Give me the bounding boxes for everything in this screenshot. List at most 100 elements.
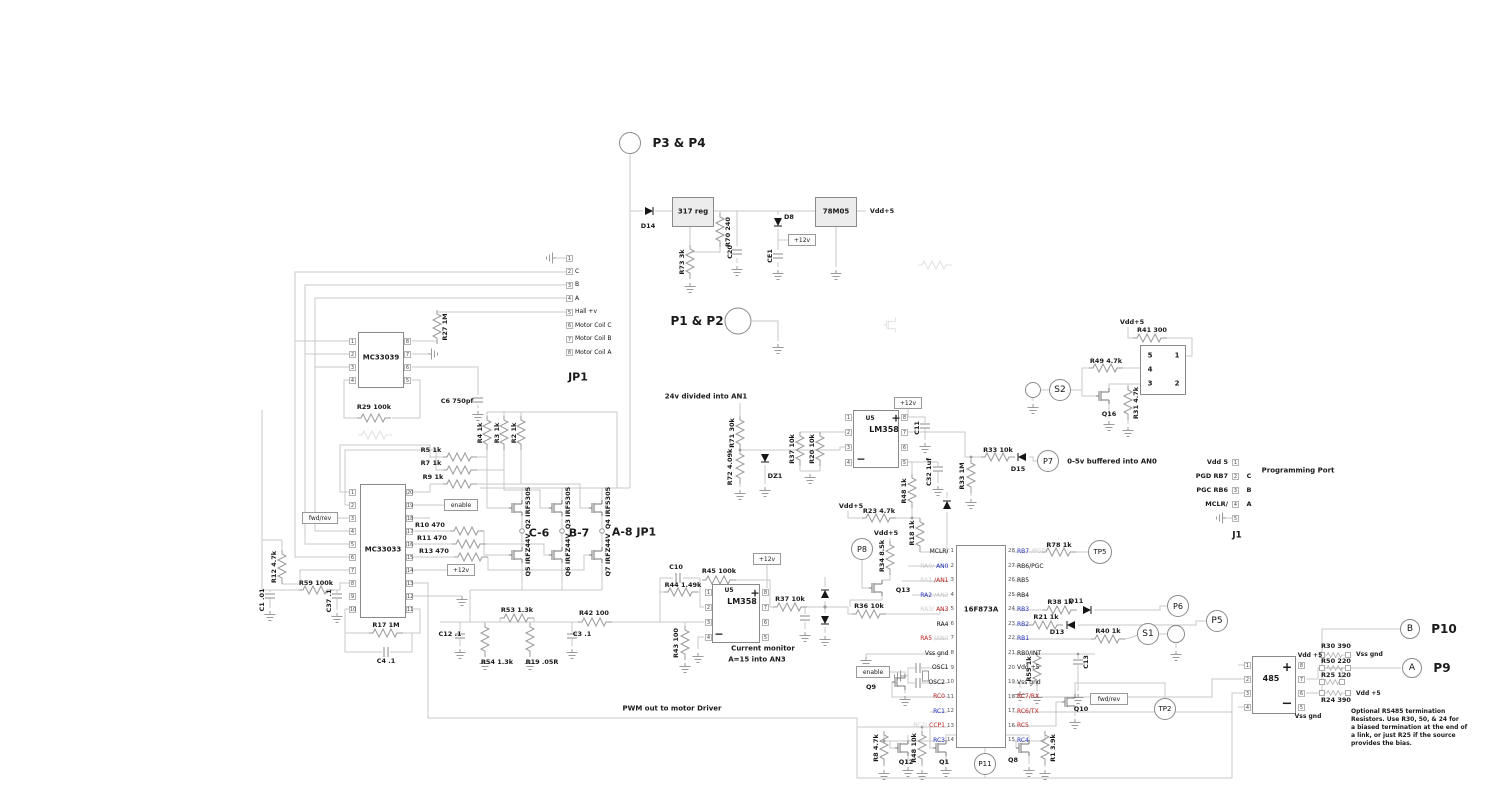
pin-row: 19: [406, 501, 442, 509]
pin-label: Motor Coil A: [575, 348, 612, 356]
pin-number: 20: [406, 488, 414, 496]
r38-label: R38 1k: [1047, 597, 1073, 606]
plus12v-label: +12v: [758, 555, 776, 563]
pin-row: 3: [838, 443, 852, 451]
pin-label: /PGD: [1031, 548, 1047, 555]
j1-pin-4: 4: [1232, 500, 1239, 508]
pin-row: 11: [406, 605, 442, 613]
q4-label: Q4 IRF5305: [603, 486, 612, 530]
pin-row: 1: [1237, 661, 1251, 669]
port-p6-circle: P6: [1167, 595, 1189, 617]
pin-row: 6: [901, 443, 915, 451]
r11-label: R11 470: [417, 533, 447, 542]
q5-label: Q5 IRFZ44V: [523, 533, 532, 577]
fwdrev-label: fwd/rev: [1097, 695, 1121, 703]
s2-connector-box: [1140, 345, 1186, 395]
r7-label: R7 1k: [420, 458, 442, 467]
current-monitor-note2: A=15 into AN3: [728, 655, 786, 664]
pin-number: 8: [404, 337, 411, 345]
pin-label: B: [575, 281, 580, 289]
j1-title: J1: [1232, 530, 1242, 541]
r10-label: R10 470: [415, 520, 445, 529]
port-p11-circle: P11: [974, 753, 996, 775]
opamp-plus-bottom: +: [750, 586, 760, 600]
q7-label: Q7 IRFZ44V: [603, 533, 612, 577]
testpoint-tp5-circle: TP5: [1088, 540, 1112, 564]
opamp-minus-bottom: −: [714, 627, 724, 641]
pin-label: AN3: [936, 606, 949, 614]
wires: [261, 154, 1401, 779]
pin-row: 7: [404, 350, 440, 358]
lm358-top-name: LM358: [869, 425, 899, 434]
pin-number: 20: [1008, 664, 1015, 671]
crystal: [922, 670, 929, 682]
pin-row: 10: [320, 605, 356, 613]
q3-label: Q3 IRF5305: [563, 486, 572, 530]
q10-label: Q10: [1073, 704, 1089, 713]
pin-number: 7: [566, 335, 573, 343]
pin-row: 7: [320, 566, 356, 574]
pin-row: 1: [698, 588, 712, 596]
pin-number: 8: [1298, 661, 1305, 669]
pin-row: 9: [320, 592, 356, 600]
mc33039-box: [358, 332, 404, 388]
pin-number: 16: [406, 540, 414, 548]
r55-label: R55 1k: [1024, 656, 1033, 682]
rs485-note-line1: Optional RS485 termination: [1351, 708, 1446, 715]
pin-row: 6: [404, 363, 440, 371]
c10-label: C10: [669, 562, 683, 571]
r41-label: R41 300: [1137, 325, 1167, 334]
pin-row: 2: [838, 428, 852, 436]
rs485-note-line4: a link, or just R25 if the source: [1351, 732, 1456, 739]
r27-label: R27 1M: [440, 313, 449, 341]
pin-label: RA3/: [920, 606, 935, 614]
r44-label: R44 1.49k: [664, 580, 702, 589]
c20-label: C20: [725, 245, 734, 259]
pin-number: 25: [1008, 591, 1015, 598]
pin-row: 4: [698, 633, 712, 641]
r45-label: R45 100k: [701, 566, 737, 575]
opamp-plus-top: +: [891, 411, 901, 425]
pin-number: 3: [950, 577, 955, 584]
pin-row: 2: [1237, 675, 1251, 683]
rs485-note-line5: provides the bias.: [1351, 740, 1412, 747]
pin-label: RA4: [936, 620, 949, 628]
pin-label: /AN2: [934, 591, 949, 599]
pin-number: 5: [950, 606, 955, 613]
c4-label: C4 .1: [376, 656, 396, 665]
pin-number: 15: [406, 553, 414, 561]
plus12v-box-lm358-top: +12v: [894, 397, 922, 409]
pin-number: 4: [845, 458, 852, 466]
pin-label: RC0: [933, 693, 945, 701]
r33h-label: R33 10k: [983, 445, 1013, 454]
pin-row: 1: [320, 488, 356, 496]
plus12v-box-lm358-bottom: +12v: [753, 553, 781, 565]
p9-title: P9: [1433, 661, 1451, 675]
r3-label: R3 1k: [492, 422, 501, 444]
r2-label: R2 1k: [509, 422, 518, 444]
pin-number: 2: [705, 603, 712, 611]
vdd5-p8-label: Vdd+5: [873, 528, 899, 537]
pin-label: MCLR/: [929, 548, 949, 555]
r36-label: R36 10k: [854, 601, 884, 610]
divider-note: 24v divided into AN1: [664, 392, 748, 401]
rs485-note-line3: a biased termination at the end of: [1351, 724, 1468, 731]
pin-row: 18: [406, 514, 442, 522]
c37-label: C37 .1: [324, 589, 333, 613]
j1-pin-2: 2: [1232, 472, 1239, 480]
pin-number: 2: [1244, 675, 1251, 683]
j1-c-label: C: [1246, 471, 1252, 480]
pin-number: 18: [406, 514, 414, 522]
pin-number: 2: [349, 501, 356, 509]
